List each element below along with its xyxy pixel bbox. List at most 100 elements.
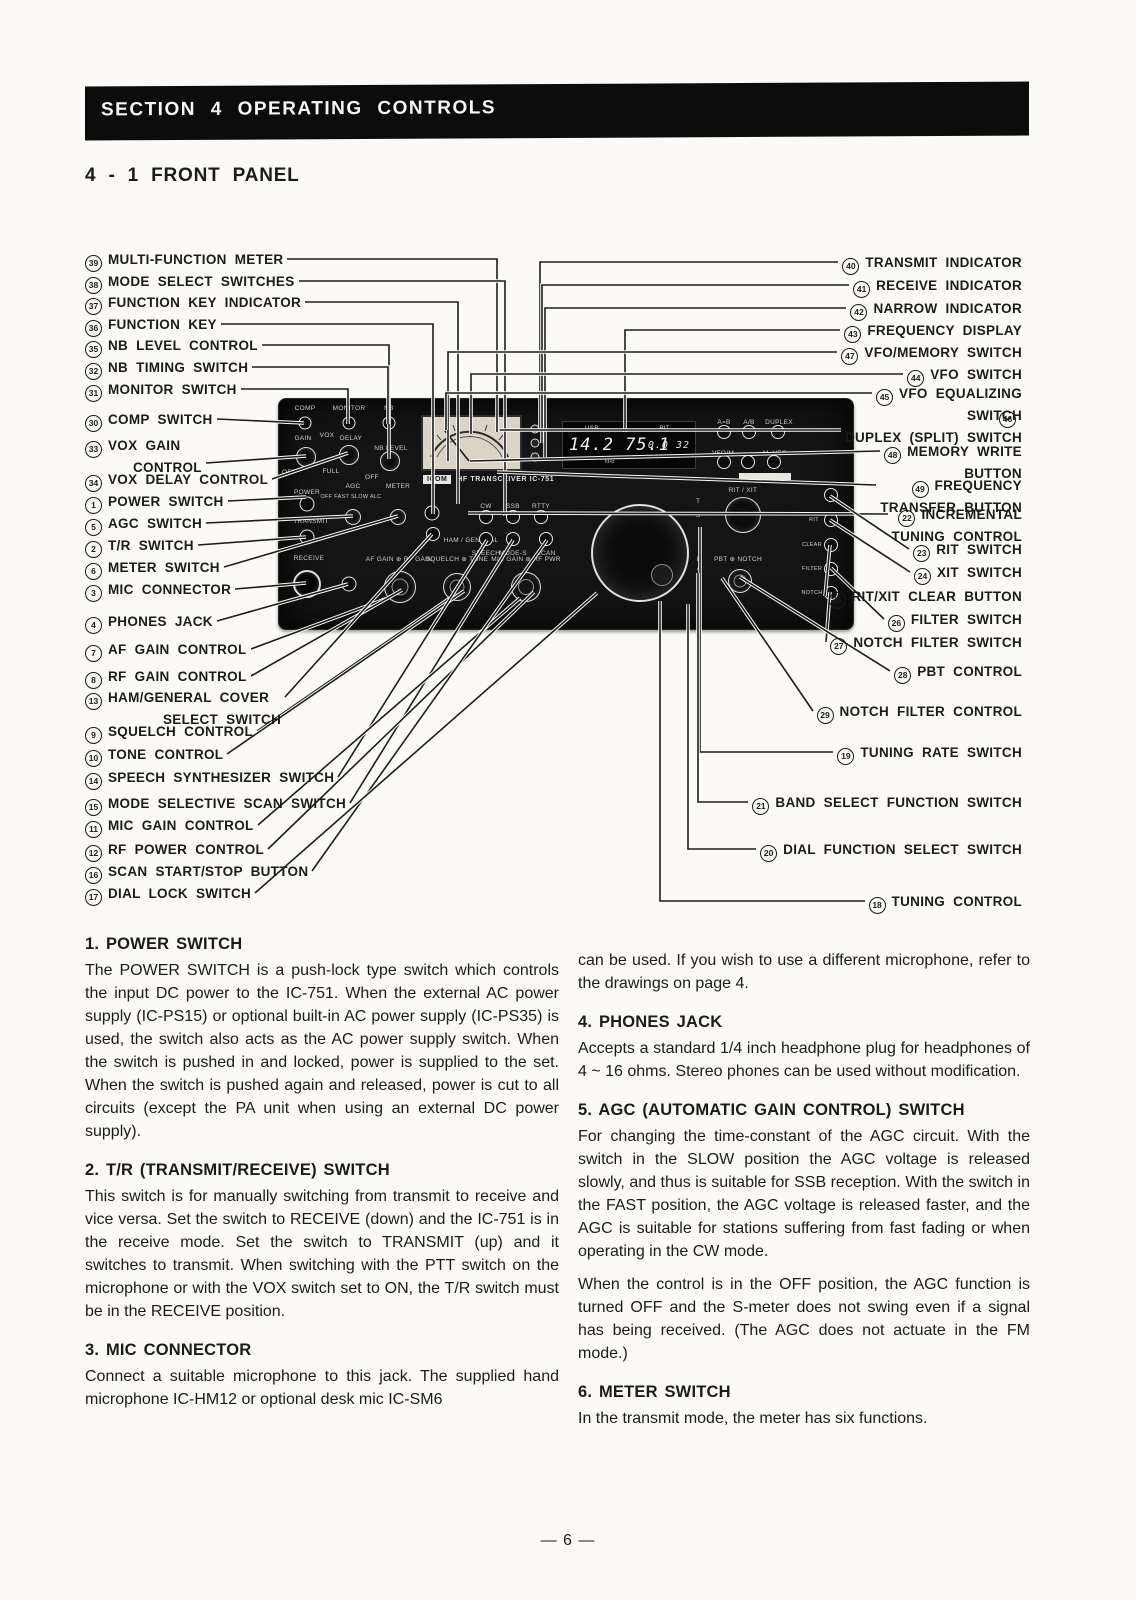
panel-label-delay: DELAY — [339, 435, 363, 442]
callout-number-29: 29 — [816, 707, 834, 724]
callout-number-16: 16 — [85, 867, 102, 884]
panel-squelch-tone-knob — [443, 573, 471, 601]
callout-text: FILTER SWITCH — [910, 612, 1022, 627]
panel-phones-jack — [341, 576, 357, 592]
panel-af-rf-gain-knob — [384, 571, 416, 603]
section-paragraph: In the transmit mode, the meter has six … — [578, 1410, 928, 1427]
multi-function-meter — [421, 415, 522, 471]
callout-number-3: 3 — [85, 585, 102, 602]
section-heading: 5. AGC (AUTOMATIC GAIN CONTROL) SWITCH — [578, 1101, 965, 1119]
callout-number-6: 6 — [85, 563, 102, 580]
callout-text: MODE SELECT SWITCHES — [108, 274, 295, 289]
display-rit-label: RIT — [659, 426, 669, 432]
callout-text: MONITOR SWITCH — [108, 382, 237, 397]
callout-text: TONE CONTROL — [108, 747, 224, 762]
panel-label-cw: CW — [480, 503, 492, 510]
panel-monitor-button — [342, 416, 356, 430]
panel-label-off: OFF — [365, 474, 379, 481]
panel-label-vox: VOX — [319, 432, 335, 439]
callout-number-23: 23 — [913, 545, 931, 562]
callout-number-35: 35 — [85, 341, 102, 358]
section-heading: 2. T/R (TRANSMIT/RECEIVE) SWITCH — [85, 1161, 390, 1179]
model-name: HF TRANSCEIVER IC-751 — [457, 476, 555, 483]
panel-label-squelch_tone: SQUELCH ⊕ TONE — [425, 556, 489, 563]
section-heading: 4. PHONES JACK — [578, 1013, 723, 1031]
callout-text: NOTCH FILTER CONTROL — [839, 704, 1022, 719]
section-paragraph: Connect a suitable microphone to this ja… — [85, 1368, 559, 1408]
panel-pbt-notch-knob-inner — [733, 574, 747, 588]
section-paragraph: For changing the time-constant of the AG… — [578, 1128, 1030, 1260]
callout-number-36: 36 — [85, 320, 102, 337]
callout-number-2: 2 — [85, 541, 102, 558]
panel-speech-button — [479, 532, 493, 546]
panel-label-af_rf: AF GAIN ⊕ RF GAIN — [365, 556, 433, 563]
panel-meter-knob — [390, 509, 406, 525]
callout-text: VFO SWITCH — [930, 367, 1022, 382]
callout-number-25: 25 — [828, 592, 846, 609]
callout-text: PBT CONTROL — [917, 664, 1022, 679]
callout-text: NB TIMING SWITCH — [108, 360, 249, 375]
panel-frequency-transfer-bar — [739, 473, 791, 480]
callout-number-15: 15 — [85, 799, 102, 816]
callout-text: SPEECH SYNTHESIZER SWITCH — [108, 770, 335, 785]
panel-label-clear: CLEAR — [802, 542, 822, 548]
callout-29: 29 NOTCH FILTER CONTROL — [816, 702, 1022, 724]
panel-rit-button — [824, 513, 838, 527]
callout-text: VFO/MEMORY SWITCH — [864, 345, 1022, 360]
panel-label-transmit: TRANSMIT — [293, 518, 329, 525]
panel-ham-general-switch — [426, 527, 440, 541]
tuning-knob-dimple — [651, 564, 673, 586]
panel-tr-switch — [299, 529, 315, 545]
panel-mic-connector — [293, 570, 321, 598]
radio-front-panel-photo: ICOM HF TRANSCEIVER IC-751 USB 14.2 75.1… — [278, 398, 854, 630]
panel-vfo-m-button — [717, 455, 731, 469]
callout-text: RF GAIN CONTROL — [108, 669, 247, 684]
callout-text: MIC GAIN CONTROL — [108, 818, 254, 833]
callout-number-11: 11 — [85, 821, 102, 838]
callout-number-24: 24 — [914, 568, 931, 585]
callout-text: AF GAIN CONTROL — [108, 642, 247, 657]
callout-number-40: 40 — [842, 258, 860, 275]
callout-11: 11 MIC GAIN CONTROL — [85, 816, 254, 838]
callout-number-41: 41 — [853, 281, 871, 298]
callout-number-47: 47 — [841, 348, 859, 365]
panel-label-rit_xit: RIT / XIT — [728, 487, 758, 494]
callout-text: RIT/XIT CLEAR BUTTON — [851, 589, 1022, 604]
panel-narrow-indicator — [530, 452, 540, 462]
panel-duplex-button — [771, 425, 785, 439]
callout-number-32: 32 — [85, 363, 102, 380]
panel-label-receive: RECEIVE — [293, 555, 325, 562]
callout-number-10: 10 — [85, 750, 102, 767]
panel-label-s: S — [695, 512, 701, 519]
callout-number-27: 27 — [830, 638, 848, 655]
panel-label-filter: FILTER — [801, 566, 823, 572]
panel-agc-knob — [345, 509, 361, 525]
callout-number-4: 4 — [85, 617, 102, 634]
panel-label-t: T — [696, 498, 700, 505]
panel-vox-delay-knob — [339, 445, 359, 465]
callout-text: MULTI-FUNCTION METER — [108, 252, 284, 267]
panel-label-off: OFF — [282, 469, 296, 476]
callout-number-21: 21 — [752, 798, 770, 815]
panel-label-monitor: MONITOR — [332, 405, 366, 412]
panel-label-full: FULL — [322, 468, 340, 475]
panel-rit-xit-knob — [725, 497, 761, 533]
callout-number-34: 34 — [85, 475, 102, 492]
callout-text: RECEIVE INDICATOR — [876, 278, 1022, 293]
panel-a-equals-b-button — [717, 425, 731, 439]
